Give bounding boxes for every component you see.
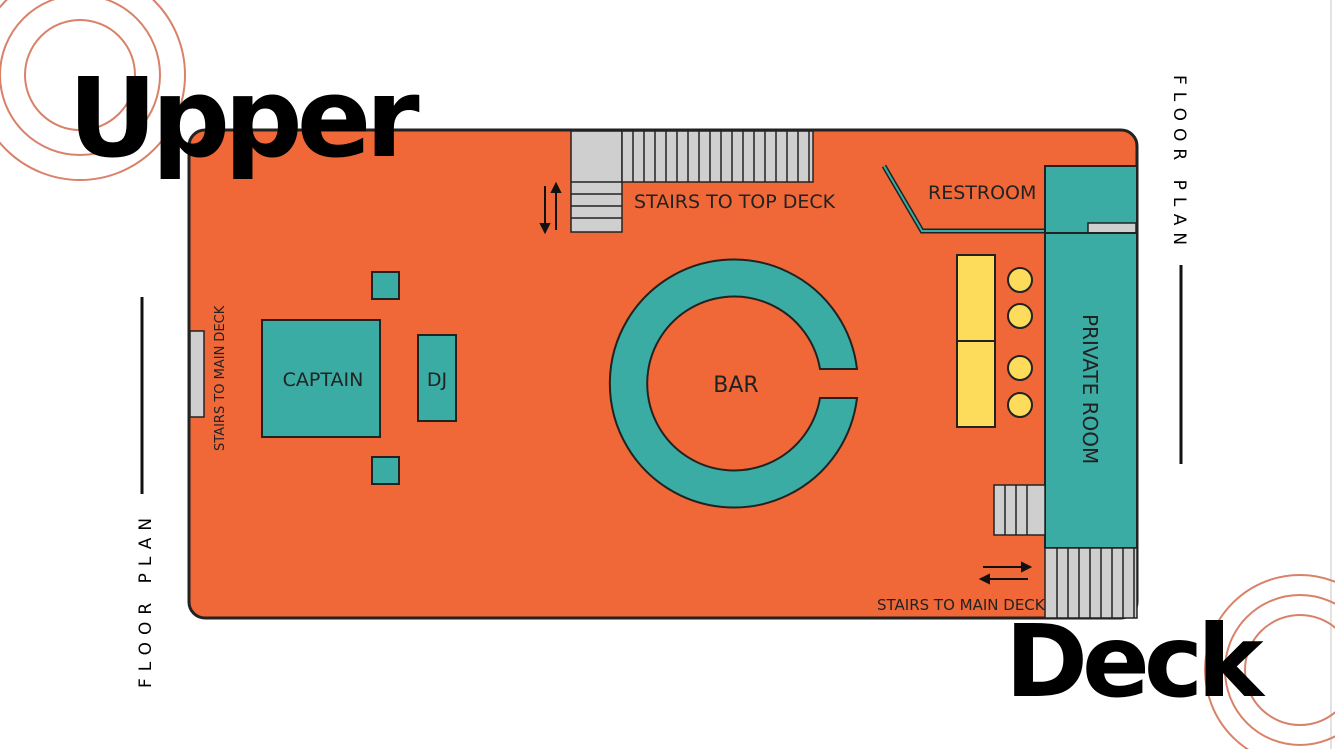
restroom-block [1044, 165, 1138, 234]
title-upper: Upper [68, 54, 419, 182]
stairs-top-deck [570, 130, 814, 233]
restroom-label: RESTROOM [928, 182, 1036, 204]
captain-chair-bottom [371, 456, 400, 485]
decorative-rings-top-left [0, 0, 186, 181]
bar-label: BAR [713, 373, 758, 398]
floor-plan-label-left: FLOOR PLAN [136, 511, 156, 688]
dj-booth [417, 334, 457, 422]
booth-seat-bottom [956, 340, 996, 428]
leftright-arrow-icon [978, 561, 1033, 585]
private-room-label: PRIVATE ROOM [1078, 314, 1102, 464]
stairs-main-deck-left-label: STAIRS TO MAIN DECK [213, 305, 228, 451]
stairs-main-deck-left [189, 330, 205, 418]
restroom-door [1087, 222, 1137, 234]
booth-seat-top [956, 254, 996, 342]
title-deck: Deck [1005, 603, 1266, 720]
stairs-main-deck-bottom [1044, 547, 1138, 619]
dj-label: DJ [427, 369, 447, 391]
stairs-main-deck-bottom-label: STAIRS TO MAIN DECK [877, 596, 1046, 614]
decorative-rings-bottom-right [1204, 574, 1335, 749]
floor-plan-label-right: FLOOR PLAN [1169, 75, 1189, 252]
captain-label: CAPTAIN [283, 369, 364, 391]
bar-counter [608, 258, 859, 509]
captain-area [261, 319, 381, 438]
captain-chair-top [371, 271, 400, 300]
updown-arrow-icon [539, 181, 562, 235]
booth-stools [1007, 267, 1033, 418]
stairs-private-room [993, 484, 1046, 536]
stairs-top-deck-label: STAIRS TO TOP DECK [634, 191, 836, 213]
